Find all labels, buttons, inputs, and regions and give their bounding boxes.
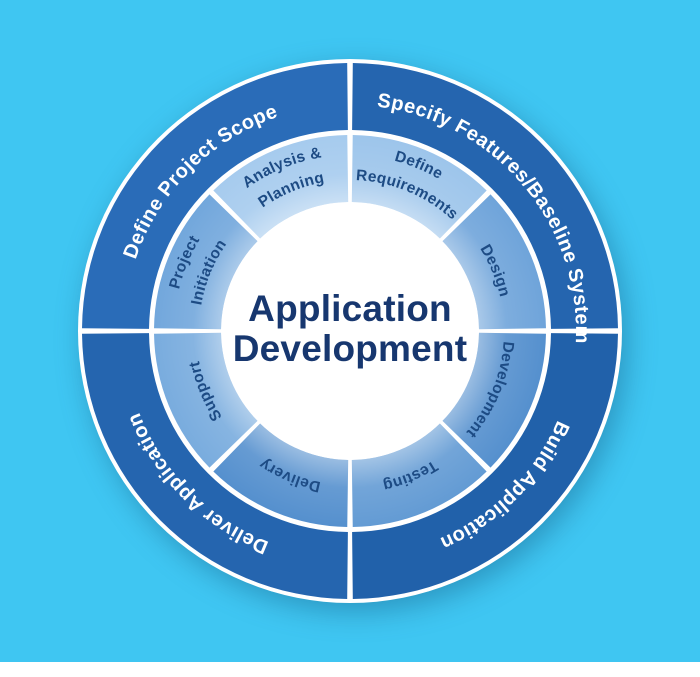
center-title-line1: Application	[248, 288, 452, 329]
center-title-line2: Development	[233, 328, 468, 369]
bottom-margin	[0, 662, 700, 677]
outer-segment-deliver-application	[82, 333, 348, 599]
outer-segment-build-application	[352, 333, 618, 599]
outer-segment-specify-features-baseline-system	[352, 63, 618, 329]
outer-segment-define-project-scope	[82, 63, 348, 329]
outer-ring	[82, 63, 618, 599]
